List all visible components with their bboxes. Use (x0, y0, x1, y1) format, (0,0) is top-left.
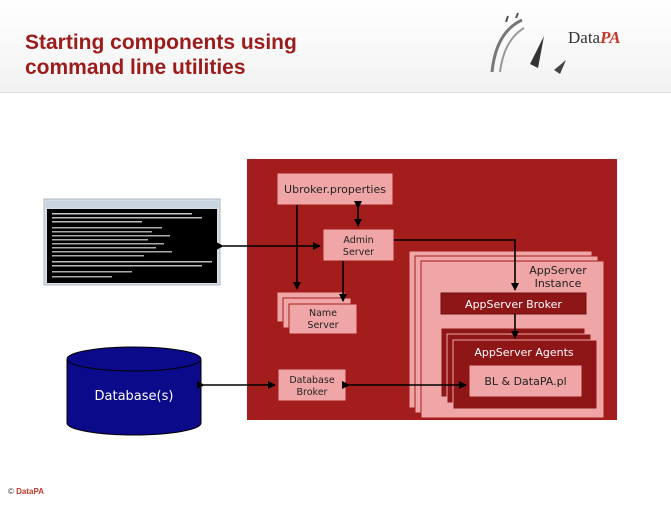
logo-accent: PA (600, 28, 621, 47)
database-broker-label-2: Broker (297, 387, 328, 398)
admin-server-box (322, 228, 395, 262)
copyright-symbol: © (8, 487, 14, 496)
admin-server-label-2: Server (343, 247, 374, 258)
title-line-1: Starting components using (25, 31, 297, 54)
datapa-logo: DataPA (568, 28, 621, 48)
bl-datapa-label: BL & DataPA.pl (484, 375, 566, 388)
admin-server-label-1: Admin (343, 235, 373, 246)
database-cylinder-icon (66, 346, 202, 436)
appserver-broker-label: AppServer Broker (465, 298, 562, 311)
appserver-instance-label-1: AppServer (529, 264, 587, 277)
title-line-2: command line utilities (25, 56, 246, 79)
logo-text: Data (568, 28, 601, 47)
name-server-label-2: Server (307, 320, 338, 331)
gauge-logo-icon (490, 12, 566, 74)
appserver-agents-label: AppServer Agents (474, 346, 574, 359)
ubroker-properties-box (276, 172, 394, 206)
slide-header (0, 0, 671, 93)
command-prompt-window (43, 198, 221, 286)
footer-copyright: © DataPA (8, 487, 44, 496)
database-label: Database(s) (95, 389, 174, 404)
bl-datapa-box (468, 364, 583, 398)
name-server-label-1: Name (309, 308, 337, 319)
name-server-stack (276, 291, 358, 335)
database-broker-label-1: Database (289, 375, 334, 386)
appserver-broker-box (440, 292, 587, 315)
ubroker-label: Ubroker.properties (284, 183, 386, 196)
database-broker-box (277, 368, 347, 402)
footer-brand: DataPA (16, 487, 44, 496)
slide-title: Starting components using command line u… (25, 30, 385, 80)
appserver-instance-label-2: Instance (535, 277, 582, 290)
connector-lines (197, 201, 519, 389)
